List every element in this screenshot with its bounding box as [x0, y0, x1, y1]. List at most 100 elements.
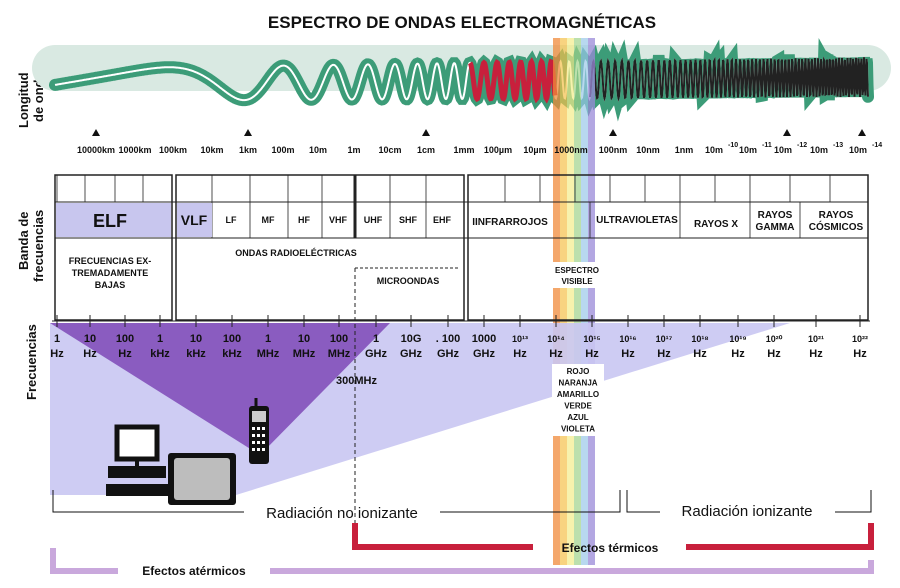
- wavelength-label: 10m: [705, 145, 723, 155]
- wavelength-exponent: -13: [833, 142, 843, 149]
- wavelength-exponent: -12: [797, 142, 807, 149]
- band-shf: SHF: [399, 215, 418, 225]
- wave-short-segment: [589, 56, 869, 102]
- region-microwaves: MICROONDAS: [377, 276, 440, 286]
- band-infrared: IINFRARROJOS: [472, 217, 548, 228]
- wavelength-tick: [92, 129, 100, 136]
- frequency-unit: Hz: [50, 348, 64, 360]
- frequency-unit: Hz: [853, 348, 867, 360]
- frequency-unit: Hz: [693, 348, 707, 360]
- band-cells: [56, 175, 831, 238]
- wavelength-tick: [783, 129, 791, 136]
- frequency-value: 10¹³: [512, 334, 528, 344]
- rainbow-red-stripe: [553, 38, 560, 565]
- wavelength-label: 100km: [159, 145, 187, 155]
- wavelength-label: 10000km: [77, 145, 115, 155]
- wavelength-tick: [244, 129, 252, 136]
- frequency-value: 10¹⁴: [547, 334, 564, 344]
- wavelength-label: 1cm: [417, 145, 435, 155]
- frequency-unit: GHz: [473, 348, 496, 360]
- wavelength-label: 100m: [271, 145, 294, 155]
- ionizing-bracket: [626, 490, 872, 513]
- computer-icon: [106, 424, 172, 496]
- rainbow-yellow-stripe: [567, 38, 574, 565]
- frequency-value: 100: [223, 333, 241, 345]
- wavelength-label: 1000km: [118, 145, 151, 155]
- wavelength-label: 100µm: [484, 145, 512, 155]
- elf-desc-line2: TREMADAMENTE: [72, 268, 149, 278]
- visible-color-rojo: ROJO: [567, 367, 590, 376]
- frequency-value: 10: [190, 333, 202, 345]
- frequency-unit: Hz: [513, 348, 527, 360]
- frequency-value: 10¹⁸: [691, 334, 708, 344]
- band-ehf: EHF: [433, 215, 452, 225]
- radiation-ionizing: Radiación ionizante: [682, 503, 813, 520]
- rainbow-green-stripe: [574, 38, 581, 565]
- athermal-effects-bar: [50, 548, 874, 574]
- wavelength-label: 1m: [347, 145, 360, 155]
- frequency-unit: Hz: [731, 348, 745, 360]
- band-xrays: RAYOS X: [694, 219, 738, 230]
- visible-color-azul: AZUL: [567, 413, 588, 422]
- wavelength-label: 10m: [810, 145, 828, 155]
- wavelength-tick: [609, 129, 617, 136]
- frequency-unit: Hz: [118, 348, 132, 360]
- frequency-value: . 100: [436, 333, 460, 345]
- wavelength-label: 1mm: [453, 145, 474, 155]
- frequency-value: 1: [54, 333, 60, 345]
- wavelength-exponent: -11: [762, 142, 772, 149]
- frequency-unit: Hz: [767, 348, 781, 360]
- wavelength-label: 10cm: [378, 145, 401, 155]
- frequency-value: 1: [157, 333, 163, 345]
- band-hf: HF: [298, 215, 310, 225]
- wavelength-label: 10m: [849, 145, 867, 155]
- wavelength-tick: [422, 129, 430, 136]
- elf-desc-line1: FRECUENCIAS EX-: [69, 256, 152, 266]
- radio-frequency-wedge: [50, 323, 390, 455]
- frequency-unit: kHz: [222, 348, 242, 360]
- vlf-cell-fill: [177, 203, 212, 237]
- side-label-frequencies: Frecuencias: [24, 324, 39, 400]
- visible-label-bg: [548, 262, 606, 288]
- frequency-value: 10²⁰: [766, 334, 783, 344]
- wavelength-label: 10m: [774, 145, 792, 155]
- elf-cell-fill: [56, 203, 171, 237]
- frequency-unit: MHz: [257, 348, 280, 360]
- frequency-value: 1000: [472, 333, 496, 345]
- band-elf: ELF: [93, 211, 127, 231]
- wavelength-label: 100nm: [599, 145, 628, 155]
- frequency-unit: kHz: [150, 348, 170, 360]
- visible-color-verde: VERDE: [564, 402, 592, 411]
- visible-color-amarillo: AMARILLO: [557, 390, 599, 399]
- effects-thermal: Efectos térmicos: [562, 541, 659, 555]
- wavelength-label: 10km: [200, 145, 223, 155]
- wave-illustration: [32, 37, 891, 122]
- wavelength-exponent: -10: [728, 142, 738, 149]
- wavelength-exponent: -14: [872, 142, 882, 149]
- visible-spectrum-column: [553, 38, 595, 565]
- frequency-value: 10¹⁶: [619, 334, 636, 344]
- thermal-effects-bar: [352, 523, 874, 550]
- band-gamma-line1: RAYOS: [758, 210, 793, 221]
- wavelength-label: 10m: [309, 145, 327, 155]
- region-visible-line1: ESPECTRO: [555, 266, 599, 275]
- frequency-scale: 1Hz10Hz100Hz1kHz10kHz100kHz1MHz10MHz100M…: [50, 315, 870, 360]
- frequency-unit: kHz: [186, 348, 206, 360]
- visible-color-naranja: NARANJA: [558, 379, 597, 388]
- band-ultraviolet: ULTRAVIOLETAS: [596, 215, 678, 226]
- frequency-value: 1: [265, 333, 271, 345]
- frequency-value: 10: [84, 333, 96, 345]
- frequency-unit: Hz: [657, 348, 671, 360]
- radiation-non-ionizing: Radiación no ionizante: [266, 505, 418, 522]
- mobile-phone-icon: [249, 398, 269, 464]
- wave-infrared-segment: [467, 57, 558, 104]
- elf-desc-line3: BAJAS: [95, 280, 126, 290]
- side-label-bands: Banda de frecuencias: [16, 210, 46, 282]
- band-uhf: UHF: [364, 215, 383, 225]
- band-lf: LF: [226, 215, 237, 225]
- marker-300mhz: 300MHz: [336, 375, 377, 387]
